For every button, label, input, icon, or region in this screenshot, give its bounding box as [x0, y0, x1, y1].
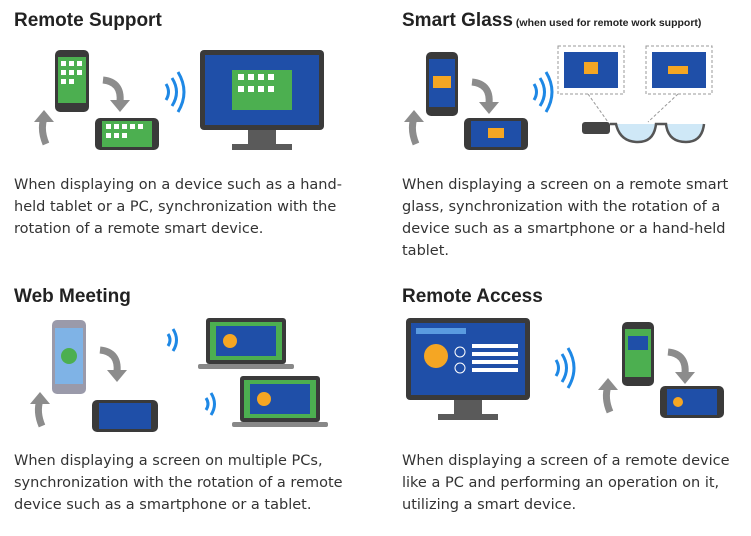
section-description: When displaying a screen on a remote sma… [402, 177, 729, 259]
smartphone-icon [426, 52, 458, 116]
monitor-icon [200, 50, 324, 150]
smart-glass-illustration [404, 45, 713, 150]
smartphone-landscape-icon [660, 386, 724, 418]
section-title: Smart Glass(when used for remote work su… [402, 10, 702, 31]
laptop-icon [232, 376, 328, 427]
smartphone-icon [622, 322, 654, 386]
web-meeting-illustration [30, 318, 328, 432]
rotate-arrow-icon [102, 76, 124, 103]
section-title: Remote Access [402, 286, 543, 307]
wifi-icon [164, 71, 186, 113]
remote-support-illustration [34, 50, 324, 150]
rotate-arrow-icon [99, 346, 121, 373]
section-title: Web Meeting [14, 286, 131, 307]
remote-access-card: Remote Access [388, 276, 748, 526]
rotate-arrow-icon [471, 78, 493, 105]
smartphone-icon [55, 50, 89, 112]
section-subtitle: (when used for remote work support) [515, 17, 702, 29]
section-description: When displaying a screen on multiple PCs… [14, 453, 343, 513]
wifi-icon [204, 392, 216, 416]
smartphone-landscape-icon [92, 400, 158, 432]
wifi-icon [166, 328, 178, 352]
remote-support-card: Remote Support W [0, 0, 360, 250]
wifi-icon [532, 71, 554, 113]
web-meeting-card: Web Meeting [0, 276, 360, 526]
section-description: When displaying on a device such as a ha… [14, 177, 342, 237]
smartphone-landscape-icon [95, 118, 159, 150]
smartphone-icon [52, 320, 86, 394]
section-title: Remote Support [14, 10, 162, 31]
remote-access-illustration [406, 318, 724, 420]
smart-glass-card: Smart Glass(when used for remote work su… [388, 0, 748, 259]
monitor-icon [406, 318, 530, 420]
rotate-arrow-icon [667, 348, 689, 375]
laptop-icon [198, 318, 294, 369]
smart-glasses-icon [582, 122, 706, 144]
wifi-icon [554, 347, 576, 389]
section-description: When displaying a screen of a remote dev… [402, 453, 730, 513]
smartphone-landscape-icon [464, 118, 528, 150]
